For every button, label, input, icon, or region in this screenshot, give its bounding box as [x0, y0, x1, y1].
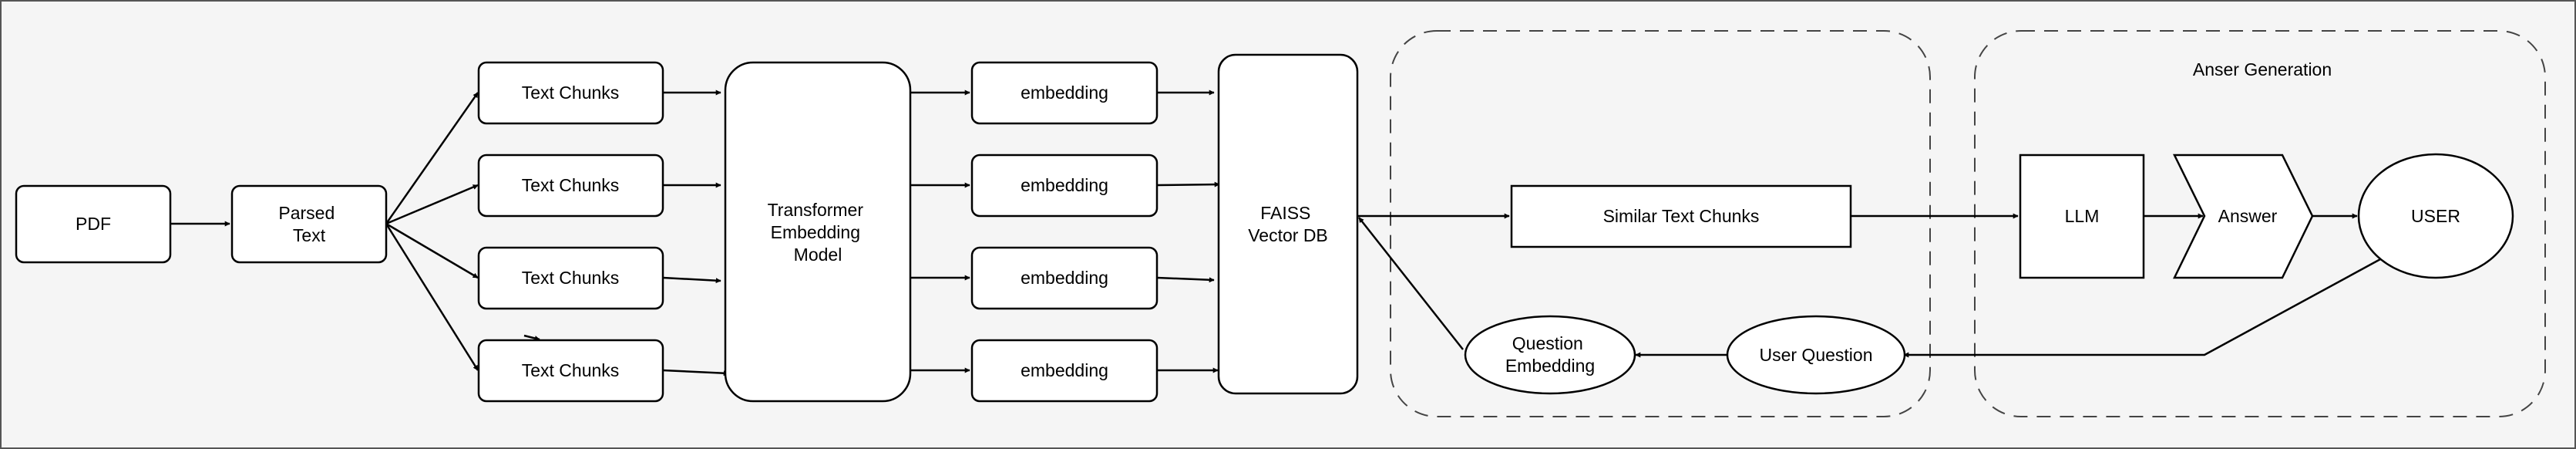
embedding-box	[970, 61, 1159, 125]
faiss-node: FAISS Vector DB	[1217, 53, 1359, 395]
user-ellipse	[2357, 153, 2514, 279]
faiss-line-2: Vector DB	[1248, 225, 1328, 245]
embedding-box	[970, 339, 1159, 403]
llm-box	[2019, 154, 2145, 279]
transformer-line-2: Embedding	[771, 222, 860, 242]
edge-user-user-question	[1903, 257, 2383, 358]
pdf-node: PDF	[15, 184, 172, 264]
text-chunk-box	[477, 246, 664, 310]
text-chunk-label: Text Chunks	[522, 83, 620, 103]
embedding-label: embedding	[1021, 175, 1108, 195]
edge-question-embedding-faiss	[1358, 217, 1464, 350]
pdf-box	[15, 184, 172, 264]
embedding-node-4: embedding	[970, 339, 1159, 403]
transformer-line-3: Model	[794, 245, 842, 265]
question-embedding-line-1: Question	[1512, 333, 1583, 353]
user-label: USER	[2411, 206, 2460, 226]
llm-node: LLM	[2019, 154, 2145, 279]
text-chunk-label: Text Chunks	[522, 175, 620, 195]
similar-text-chunks-box	[1510, 184, 1852, 248]
question-embedding-ellipse	[1464, 315, 1636, 395]
text-chunk-node-2: Text Chunks	[477, 154, 664, 218]
transformer-line-1: Transformer	[768, 200, 864, 220]
text-chunk-node-3: Text Chunks	[477, 246, 664, 310]
embedding-box	[970, 154, 1159, 218]
text-chunk-node-1: Text Chunks	[477, 61, 664, 125]
text-chunk-box	[477, 339, 664, 403]
text-chunk-node-4: Text Chunks	[477, 339, 664, 403]
faiss-line-1: FAISS	[1260, 203, 1310, 223]
similar-text-chunks-label: Similar Text Chunks	[1603, 206, 1760, 226]
transformer-box	[724, 61, 912, 403]
edge-parsed-chunk-4	[385, 223, 479, 371]
question-embedding-line-2: Embedding	[1505, 356, 1595, 376]
user-question-node: User Question	[1726, 315, 1906, 395]
embedding-node-2: embedding	[970, 154, 1159, 218]
answer-generation-group-label: Anser Generation	[2193, 59, 2332, 79]
edges	[170, 89, 2383, 376]
answer-label: Answer	[2218, 206, 2278, 226]
edge-parsed-chunk-2	[385, 184, 479, 225]
edge-chunk-4-transformer	[662, 369, 729, 376]
transformer-label: Transformer Embedding Model	[768, 200, 869, 265]
faiss-box	[1217, 53, 1359, 395]
text-chunk-label: Text Chunks	[522, 360, 620, 380]
parsed-text-label: Parsed Text	[278, 203, 339, 245]
parsed-text-line-2: Text	[293, 225, 326, 245]
text-chunk-box	[477, 61, 664, 125]
edge-parsed-chunk-1	[385, 92, 479, 224]
parsed-text-node: Parsed Text	[230, 184, 388, 264]
question-embedding-node: Question Embedding	[1464, 315, 1636, 395]
edge-embedding-2-faiss	[1156, 181, 1220, 187]
answer-chevron	[2172, 154, 2314, 279]
embedding-label: embedding	[1021, 83, 1108, 103]
embedding-label: embedding	[1021, 360, 1108, 380]
text-chunk-label: Text Chunks	[522, 268, 620, 288]
retrieval-group	[1390, 30, 1931, 417]
question-embedding-label: Question Embedding	[1505, 333, 1595, 376]
faiss-label: FAISS Vector DB	[1248, 203, 1328, 245]
pdf-label: PDF	[76, 214, 111, 234]
edge-chunk-3-transformer	[662, 276, 721, 284]
user-question-ellipse	[1726, 315, 1906, 395]
embedding-label: embedding	[1021, 268, 1108, 288]
text-chunk-box	[477, 154, 664, 218]
parsed-text-box	[230, 184, 388, 264]
llm-label: LLM	[2065, 206, 2100, 226]
user-question-label: User Question	[1759, 345, 1872, 365]
edge-parsed-chunk-3	[385, 222, 479, 279]
embedding-box	[970, 246, 1159, 310]
edge-stray-arrow	[523, 334, 540, 341]
transformer-node: Transformer Embedding Model	[724, 61, 912, 403]
user-node: USER	[2357, 153, 2514, 279]
answer-node: Answer	[2172, 154, 2314, 279]
edge-embedding-3-faiss	[1156, 276, 1215, 283]
parsed-text-line-1: Parsed	[278, 203, 335, 223]
embedding-node-1: embedding	[970, 61, 1159, 125]
similar-text-chunks-node: Similar Text Chunks	[1510, 184, 1852, 248]
answer-generation-group	[1974, 30, 2546, 417]
embedding-node-3: embedding	[970, 246, 1159, 310]
